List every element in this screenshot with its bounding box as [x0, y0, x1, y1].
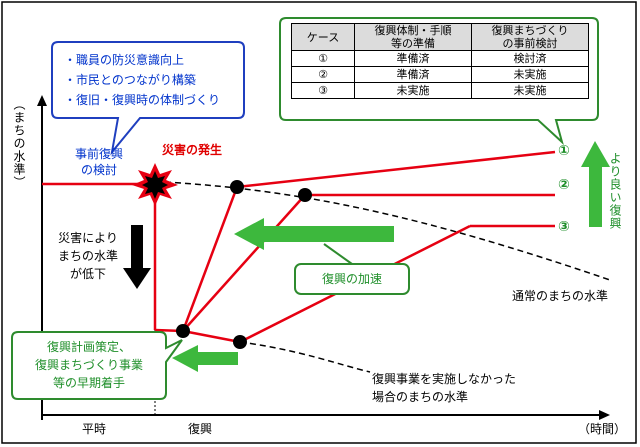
- drop-arrow-head: [123, 268, 151, 289]
- case-table-header-row: ケース 復興体制・手順 等の準備 復興まちづくり の事前検討: [291, 23, 589, 51]
- point-late-start: [233, 335, 247, 349]
- header-system-line-2: 等の準備: [391, 37, 435, 50]
- bottom-line-2: [182, 329, 241, 344]
- early-arrow-head: [172, 345, 198, 372]
- drop-arrow-shaft: [131, 225, 143, 269]
- case-marker-2: ②: [558, 177, 570, 193]
- drop-label-3: が低下: [69, 267, 106, 281]
- case-table-row: ② 準備済 未実施: [291, 66, 589, 83]
- better-recovery-label: より良い復興: [608, 152, 622, 230]
- normal-curve-label: 通常のまちの水準: [512, 289, 609, 303]
- blue-callout-item-3: ・復旧・復興時の体制づくり: [64, 93, 221, 107]
- cell: ③: [291, 82, 355, 99]
- cell: 準備済: [354, 66, 472, 83]
- header-preplan-line-2: の事前検討: [502, 37, 558, 50]
- pre-recovery-line-2: の検討: [80, 163, 117, 177]
- early-start-line-1: 復興計画策定、: [46, 340, 131, 354]
- x-axis-arrowhead: [599, 410, 610, 420]
- drop-label-1: 災害により: [58, 231, 118, 245]
- header-system: 復興体制・手順 等の準備: [354, 23, 472, 51]
- early-arrow-shaft: [196, 352, 238, 365]
- disaster-label: 災害の発生: [162, 143, 223, 157]
- acceleration-arrow-head: [234, 218, 264, 250]
- better-arrow-shaft: [589, 165, 602, 227]
- case-table-row: ① 準備済 検討済: [291, 50, 589, 67]
- normal-level-curve: [164, 181, 611, 281]
- blue-callout-item-2: ・市民とのつながり構築: [64, 73, 196, 87]
- no-project-label-2: 場合のまちの水準: [372, 390, 469, 404]
- cell: 未実施: [354, 82, 472, 99]
- cell: 未実施: [471, 66, 589, 83]
- header-system-line-1: 復興体制・手順: [374, 24, 452, 37]
- cell: ②: [291, 66, 355, 83]
- blue-callout-bubble: [51, 41, 245, 156]
- case-table: ケース 復興体制・手順 等の準備 復興まちづくり の事前検討 ① 準備済 検討済…: [291, 23, 589, 99]
- blue-callout-item-1: ・職員の防災意識向上: [64, 53, 185, 67]
- case-marker-3: ③: [558, 219, 570, 235]
- point-case2-peak: [298, 188, 312, 202]
- early-start-line-3: 等の早期着手: [52, 376, 125, 390]
- case2-rise: [182, 194, 306, 332]
- header-preplan-line-1: 復興まちづくり: [491, 24, 569, 37]
- header-preplan: 復興まちづくり の事前検討: [471, 23, 589, 51]
- cell: 未実施: [471, 82, 589, 99]
- case1-rise: [181, 186, 239, 332]
- point-early-start: [176, 324, 190, 338]
- acceleration-label-pointer: [323, 243, 353, 265]
- y-axis-arrowhead: [37, 95, 47, 106]
- header-case: ケース: [291, 23, 355, 51]
- acceleration-label: 復興の加速: [321, 272, 382, 286]
- explosion-inner: [142, 171, 168, 199]
- x-tick-normal: 平時: [82, 422, 107, 436]
- case-table-row: ③ 未実施 未実施: [291, 82, 589, 99]
- x-axis-label: （時間）: [578, 422, 627, 436]
- pre-recovery-line-1: 事前復興: [74, 147, 123, 161]
- no-recovery-curve: [239, 341, 371, 373]
- better-arrow-head: [581, 141, 610, 167]
- drop-label-2: まちの水準: [57, 249, 118, 263]
- cell: 準備済: [354, 50, 472, 67]
- case-marker-1: ①: [558, 143, 570, 159]
- early-start-callout: [11, 331, 183, 400]
- no-project-label-1: 復興事業を実施しなかった: [372, 372, 517, 386]
- early-start-line-2: 復興まちづくり事業: [34, 358, 143, 372]
- acceleration-arrow-shaft: [262, 226, 394, 242]
- case1-line: [236, 150, 556, 189]
- y-axis-label: （まちの水準）: [12, 98, 26, 189]
- cell: ①: [291, 50, 355, 67]
- cell: 検討済: [471, 50, 589, 67]
- point-case1-peak: [230, 180, 244, 194]
- x-tick-recovery: 復興: [188, 422, 213, 436]
